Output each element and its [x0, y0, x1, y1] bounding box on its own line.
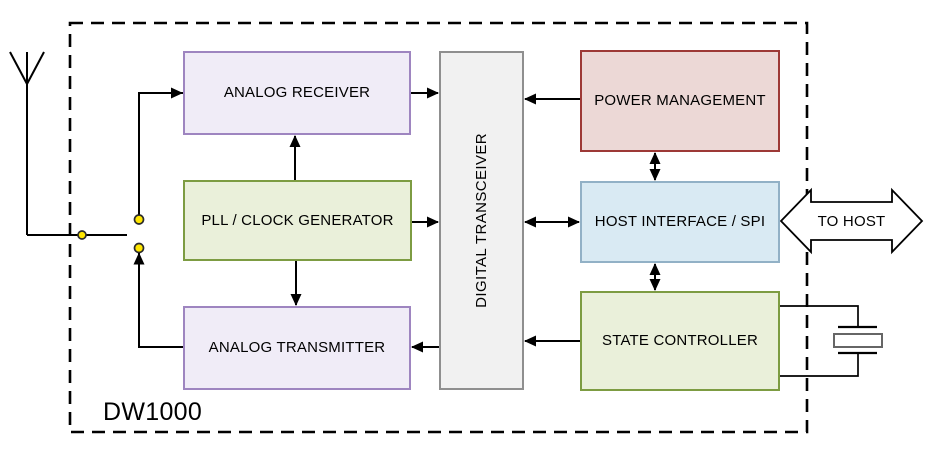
connector-digital-to-transmitter	[411, 341, 439, 353]
connector-transmitter-to-switch	[133, 252, 183, 348]
connector-pll-to-receiver	[289, 135, 301, 180]
to-host-arrow	[779, 187, 924, 255]
connector-pll-to-digital	[412, 216, 439, 228]
connector-host-state-bidirectional	[649, 263, 661, 291]
rf-switch-rx-contact-dot	[133, 214, 145, 225]
block-analog-receiver: ANALOG RECEIVER	[183, 51, 411, 135]
block-state-controller-label: STATE CONTROLLER	[602, 332, 758, 350]
block-power-management-label: POWER MANAGEMENT	[594, 92, 766, 110]
connector-power-host-bidirectional	[649, 152, 661, 181]
rf-switch-icon	[77, 214, 145, 254]
block-pll-clock-generator-label: PLL / CLOCK GENERATOR	[201, 211, 394, 229]
to-host-label: TO HOST	[817, 213, 886, 230]
connector-state-to-digital	[524, 335, 580, 347]
connector-pll-to-transmitter	[290, 261, 302, 306]
connector-digital-host-bidirectional	[524, 216, 580, 228]
block-host-interface-spi-label: HOST INTERFACE / SPI	[594, 213, 766, 231]
rf-switch-pole-dot	[77, 230, 87, 240]
block-digital-transceiver-label: DIGITAL TRANSCEIVER	[472, 133, 490, 308]
chip-boundary-dashed-box	[68, 21, 809, 434]
rf-switch-tx-contact-dot	[133, 242, 145, 254]
antenna-icon	[9, 51, 127, 236]
block-analog-receiver-label: ANALOG RECEIVER	[223, 84, 371, 102]
connector-switch-to-receiver	[138, 87, 183, 215]
block-power-management: POWER MANAGEMENT	[580, 50, 780, 152]
block-digital-transceiver: DIGITAL TRANSCEIVER	[439, 51, 524, 390]
connector-receiver-to-digital	[411, 87, 439, 99]
block-state-controller: STATE CONTROLLER	[580, 291, 780, 391]
block-analog-transmitter: ANALOG TRANSMITTER	[183, 306, 411, 390]
block-pll-clock-generator: PLL / CLOCK GENERATOR	[183, 180, 412, 261]
crystal-oscillator-icon	[780, 305, 883, 377]
block-analog-transmitter-label: ANALOG TRANSMITTER	[208, 339, 386, 357]
chip-name-label: DW1000	[103, 398, 203, 426]
block-host-interface-spi: HOST INTERFACE / SPI	[580, 181, 780, 263]
connector-power-to-digital	[524, 93, 580, 105]
